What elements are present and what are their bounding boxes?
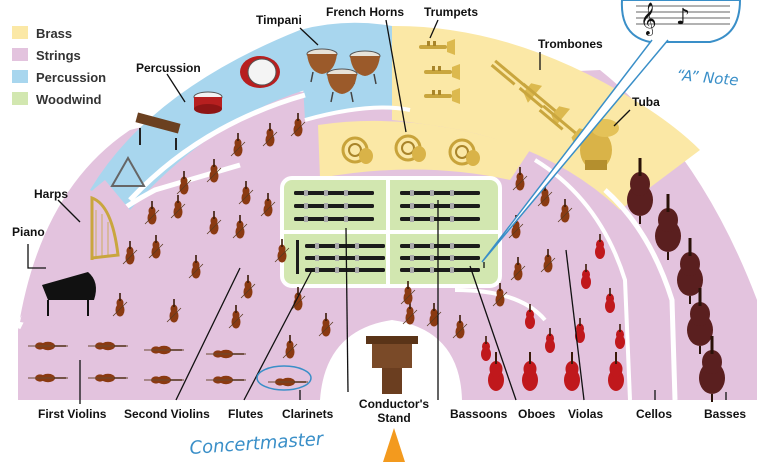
concertmaster-highlight — [256, 365, 312, 391]
leader-lines — [27, 19, 727, 404]
audience-arrow-icon — [383, 428, 405, 462]
eighth-note-icon: ♪ — [676, 5, 690, 30]
legend-label-woodwind: Woodwind — [36, 92, 102, 107]
legend-label-strings: Strings — [36, 48, 81, 63]
label-harps: Harps — [34, 187, 68, 201]
label-basses: Basses — [704, 407, 746, 421]
treble-clef-icon: 𝄞 — [640, 2, 657, 36]
legend: Brass Strings Percussion Woodwind — [12, 26, 106, 107]
label-second-violins: Second Violins — [124, 407, 210, 421]
triangle-icon — [110, 155, 146, 187]
tuba-icon — [580, 119, 619, 170]
label-first-violins: First Violins — [38, 407, 107, 421]
label-flutes: Flutes — [228, 407, 264, 421]
legend-swatch-strings — [12, 48, 28, 61]
marimba-icon — [135, 112, 181, 150]
label-conductors-stand-line2: Stand — [377, 411, 410, 425]
brass-band — [392, 25, 700, 210]
label-french-horns: French Horns — [326, 5, 404, 19]
legend-swatch-percussion — [12, 70, 28, 83]
label-conductors-stand-line1: Conductor's — [359, 397, 430, 411]
label-trumpets: Trumpets — [424, 5, 478, 19]
legend-swatch-woodwind — [12, 92, 28, 105]
grand-piano-icon — [42, 272, 96, 316]
label-a-note: “A” Note — [676, 66, 740, 89]
label-piano: Piano — [12, 225, 45, 239]
label-timpani: Timpani — [256, 13, 302, 27]
label-violas: Violas — [568, 407, 603, 421]
legend-swatch-brass — [12, 26, 28, 39]
a-note-bubble: 𝄞 ♪ — [481, 0, 742, 263]
legend-label-brass: Brass — [36, 26, 72, 41]
conductor-podium-icon — [366, 336, 418, 394]
legend-label-percussion: Percussion — [36, 70, 106, 85]
bass-drum-icon — [240, 56, 280, 88]
label-oboes: Oboes — [518, 407, 556, 421]
harp-icon — [90, 195, 120, 260]
label-tuba: Tuba — [632, 95, 660, 109]
label-trombones: Trombones — [538, 37, 603, 51]
label-cellos: Cellos — [636, 407, 672, 421]
label-percussion: Percussion — [136, 61, 201, 75]
label-concertmaster: Concertmaster — [189, 429, 326, 459]
label-clarinets: Clarinets — [282, 407, 334, 421]
label-bassoons: Bassoons — [450, 407, 508, 421]
